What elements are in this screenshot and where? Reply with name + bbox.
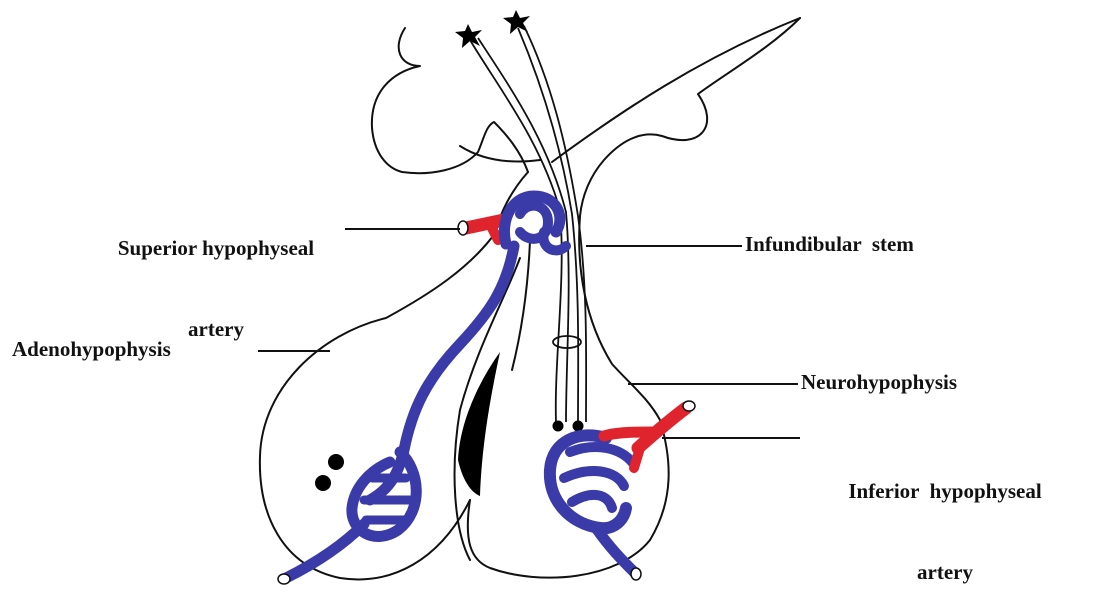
label-infundibular-stem: Infundibular stem: [745, 231, 914, 258]
third-ventricle-floor: [460, 146, 540, 161]
anterior-efferent-vein: [286, 524, 364, 578]
anterior-vein-opening: [278, 574, 290, 584]
inferior-artery-opening: [683, 401, 695, 411]
hypothalamus-outline: [372, 28, 528, 173]
posterior-plexus-arc-2: [564, 471, 624, 486]
label-inferior-line1: Inferior hypophyseal: [800, 478, 1090, 505]
secretory-cells: [315, 454, 344, 491]
portal-vessels-posterior: [550, 435, 634, 572]
posterior-plexus-arc-3: [572, 495, 612, 508]
secretory-cell-1: [328, 454, 344, 470]
inferior-artery-branch-2: [634, 448, 640, 468]
hypothalamus-right-lower: [580, 18, 800, 216]
label-inferior-line2: artery: [800, 559, 1090, 586]
label-inferior-hypophyseal-artery: Inferior hypophyseal artery: [800, 424, 1090, 613]
posterior-plexus-arc-1: [570, 447, 632, 462]
label-adenohypophysis: Adenohypophysis: [12, 336, 171, 363]
neuron-star-1: [455, 24, 482, 48]
nerve-terminal-1: [553, 421, 564, 432]
nerve-terminals: [553, 421, 584, 432]
label-neurohypophysis: Neurohypophysis: [801, 369, 957, 396]
inferior-artery-branch-1: [604, 432, 656, 436]
posterior-vein-opening: [631, 568, 641, 580]
intermediate-lobe: [458, 352, 500, 496]
label-superior-line1: Superior hypophyseal: [66, 235, 366, 262]
superior-hypophyseal-artery: [466, 220, 504, 240]
secretory-cell-2: [315, 475, 331, 491]
